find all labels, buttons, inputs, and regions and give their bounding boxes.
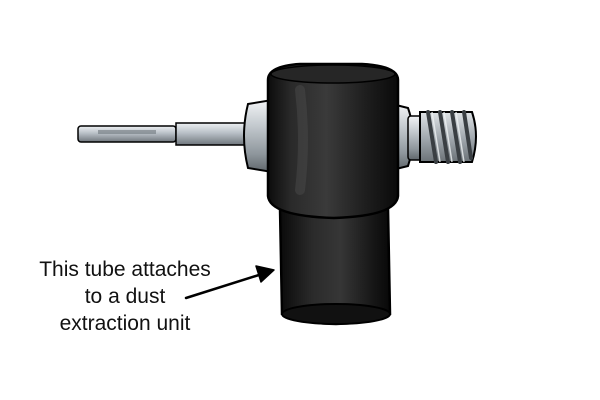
caption-line-1: This tube attaches — [39, 258, 211, 281]
annotation-caption: This tube attaches to a dust extraction … — [10, 256, 240, 337]
sds-shank — [77, 117, 263, 151]
caption-line-2: to a dust — [84, 285, 166, 308]
dust-tube — [278, 206, 392, 326]
arrow-up-right-icon — [184, 265, 275, 300]
caption-line-3: extraction unit — [59, 312, 191, 335]
left-metal-collar — [243, 98, 273, 174]
threaded-end — [419, 110, 477, 164]
adapter-body — [266, 62, 400, 220]
